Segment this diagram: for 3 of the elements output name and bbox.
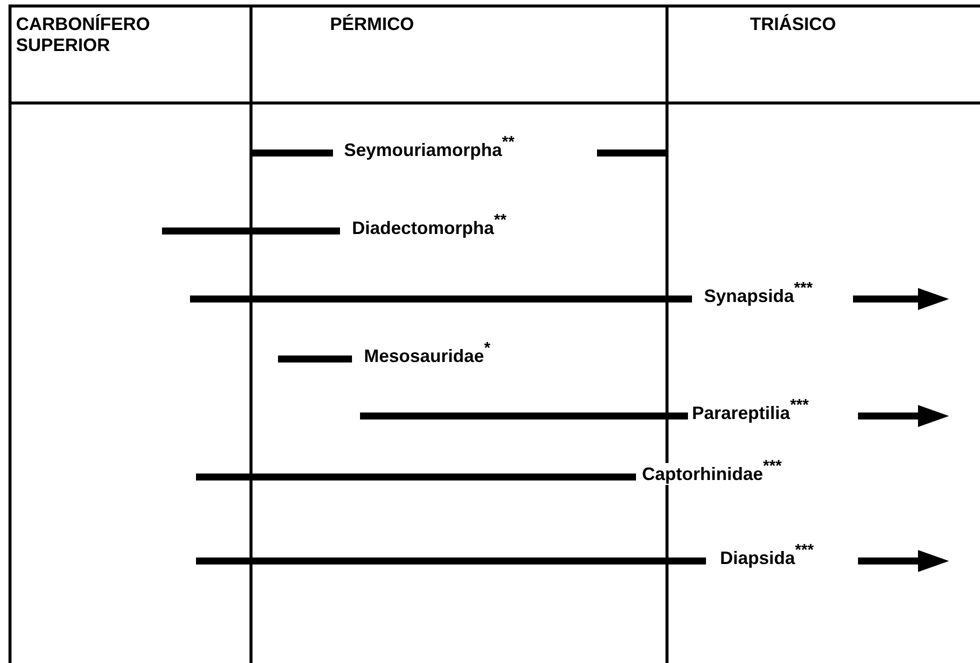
period-header: TRIÁSICO [750, 14, 838, 35]
period-header: CARBONÍFERO SUPERIOR [16, 14, 151, 56]
period-header: PÉRMICO [330, 14, 416, 35]
